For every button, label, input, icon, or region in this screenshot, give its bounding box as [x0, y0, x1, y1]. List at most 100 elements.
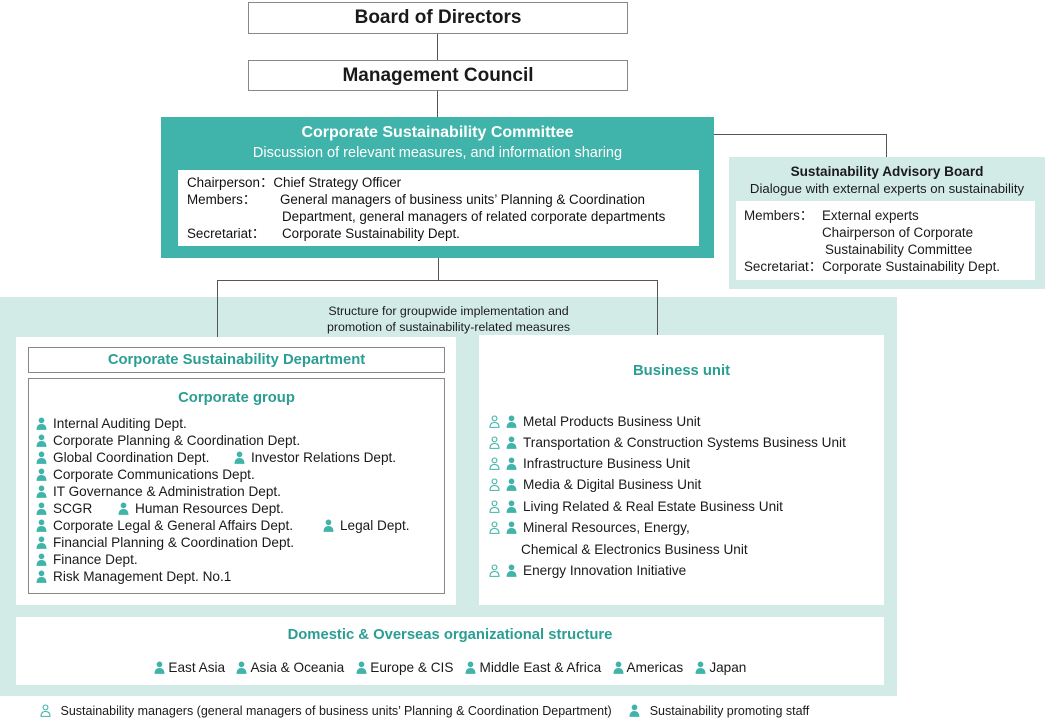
legend-managers: Sustainability managers (general manager…	[60, 704, 612, 718]
region-item: Asia & Oceania	[236, 660, 344, 675]
advisory-details-box: Members： External experts Chairperson of…	[736, 201, 1035, 280]
connector-csc-advisory-v	[886, 134, 887, 157]
advisory-members-1: External experts	[822, 208, 919, 223]
corporate-group-title: Corporate group	[178, 390, 295, 406]
connector-split-left	[217, 280, 218, 337]
corporate-sustainability-committee-box: Corporate Sustainability Committee Discu…	[161, 117, 714, 258]
advisory-members-2: Chairperson of Corporate	[822, 225, 974, 240]
staff-icon	[506, 478, 517, 491]
staff-icon	[506, 415, 517, 428]
list-item-label: Risk Management Dept. No.1	[53, 569, 232, 584]
csc-members-label: Members：	[187, 192, 257, 207]
list-item-label: Financial Planning & Coordination Dept.	[53, 535, 295, 550]
advisory-members-label: Members：	[744, 208, 814, 223]
legend-staff: Sustainability promoting staff	[649, 704, 810, 718]
connector-split-right	[657, 280, 658, 335]
advisory-secretariat-label: Secretariat：	[744, 259, 823, 274]
list-item-label: Global Coordination Dept.	[53, 450, 210, 465]
manager-icon	[489, 415, 500, 428]
list-item-label: Corporate Planning & Coordination Dept.	[53, 433, 301, 448]
csc-title: Corporate Sustainability Committee	[301, 124, 574, 141]
staff-icon	[36, 451, 47, 464]
list-item-label: Media & Digital Business Unit	[523, 477, 702, 492]
staff-icon	[154, 661, 165, 674]
list-item: Energy Innovation Initiative	[489, 563, 686, 579]
domestic-overseas-panel: Domestic & Overseas organizational struc…	[16, 617, 884, 685]
corporate-group-box: Corporate group	[28, 378, 445, 594]
staff-icon	[506, 500, 517, 513]
staff-icon	[506, 521, 517, 534]
structure-note-line-2: promotion of sustainability-related meas…	[326, 320, 571, 334]
csc-secretariat-label: Secretariat：	[187, 226, 266, 241]
manager-icon	[40, 704, 51, 717]
list-item-label: Corporate Communications Dept.	[53, 467, 255, 482]
staff-icon	[36, 502, 47, 515]
manager-icon	[489, 521, 500, 534]
connector-csc-advisory-h	[714, 134, 887, 135]
manager-icon	[489, 500, 500, 513]
list-item: Global Coordination Dept.	[36, 450, 209, 466]
staff-icon	[629, 704, 640, 717]
corporate-panel: Corporate Sustainability Department Corp…	[16, 337, 456, 605]
staff-icon	[695, 661, 706, 674]
connector-split-h	[217, 280, 658, 281]
list-item-label: IT Governance & Administration Dept.	[53, 484, 281, 499]
staff-icon	[506, 564, 517, 577]
csd-title-box: Corporate Sustainability Department	[28, 347, 445, 373]
manager-icon	[489, 457, 500, 470]
list-item: Internal Auditing Dept.	[36, 416, 187, 432]
list-item: Financial Planning & Coordination Dept.	[36, 535, 294, 551]
management-council-label: Management Council	[342, 65, 534, 86]
connector-board-council	[437, 34, 438, 60]
board-of-directors-box: Board of Directors	[248, 2, 628, 34]
manager-icon	[489, 478, 500, 491]
staff-icon	[36, 468, 47, 481]
staff-icon	[118, 502, 129, 515]
staff-icon	[613, 661, 624, 674]
list-item: Living Related & Real Estate Business Un…	[489, 499, 783, 515]
advisory-subtitle: Dialogue with external experts on sustai…	[749, 181, 1025, 196]
sustainability-advisory-board-box: Sustainability Advisory Board Dialogue w…	[729, 157, 1045, 289]
list-item: SCGR	[36, 501, 92, 517]
list-item: Infrastructure Business Unit	[489, 456, 690, 472]
list-item-label: Living Related & Real Estate Business Un…	[523, 499, 783, 514]
list-item-label: Legal Dept.	[340, 518, 410, 533]
board-of-directors-label: Board of Directors	[354, 7, 522, 28]
manager-icon	[489, 564, 500, 577]
list-item: Corporate Legal & General Affairs Dept.	[36, 518, 293, 534]
staff-icon	[36, 485, 47, 498]
list-item: Media & Digital Business Unit	[489, 477, 701, 493]
structure-note-line-1: Structure for groupwide implementation a…	[328, 304, 569, 318]
region-item: Americas	[613, 660, 683, 675]
structure-note: Structure for groupwide implementation a…	[246, 303, 651, 335]
staff-icon	[36, 536, 47, 549]
csc-chair-value: Chief Strategy Officer	[273, 175, 402, 190]
staff-icon	[234, 451, 245, 464]
staff-icon	[36, 570, 47, 583]
csc-members-value-1: General managers of business units’ Plan…	[280, 192, 645, 207]
region-item: Europe & CIS	[356, 660, 453, 675]
csc-members-value-2: Department, general managers of related …	[282, 209, 666, 224]
staff-icon	[506, 436, 517, 449]
staff-icon	[36, 519, 47, 532]
management-council-box: Management Council	[248, 60, 628, 91]
staff-icon	[36, 434, 47, 447]
list-item: Human Resources Dept.	[118, 501, 284, 517]
business-unit-title: Business unit	[632, 363, 731, 379]
list-item: IT Governance & Administration Dept.	[36, 484, 281, 500]
advisory-title: Sustainability Advisory Board	[790, 164, 984, 179]
list-item: Investor Relations Dept.	[234, 450, 396, 466]
advisory-secretariat-value: Corporate Sustainability Dept.	[822, 259, 1001, 274]
list-item: Metal Products Business Unit	[489, 414, 701, 430]
list-item-label: Internal Auditing Dept.	[53, 416, 187, 431]
list-item-label: Investor Relations Dept.	[251, 450, 397, 465]
legend: Sustainability managers (general manager…	[40, 704, 809, 718]
list-item-label: Mineral Resources, Energy,	[523, 520, 690, 535]
csc-details-box: Chairperson：Chief Strategy Officer Membe…	[178, 170, 699, 246]
domestic-overseas-title: Domestic & Overseas organizational struc…	[287, 627, 613, 643]
staff-icon	[465, 661, 476, 674]
list-item: Risk Management Dept. No.1	[36, 569, 231, 585]
list-item: Corporate Planning & Coordination Dept.	[36, 433, 300, 449]
list-item: Legal Dept.	[323, 518, 410, 534]
advisory-members-3: Sustainability Committee	[825, 242, 973, 257]
